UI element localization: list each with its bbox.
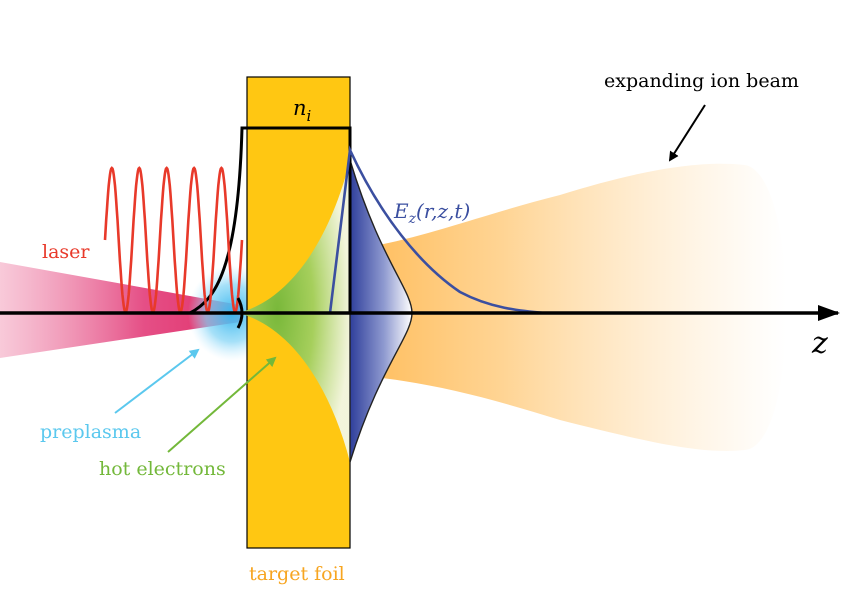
field-ez-label: Ez(r,z,t) bbox=[393, 199, 470, 227]
hot-electrons-arrow bbox=[167, 356, 277, 453]
field-args: (r,z,t) bbox=[416, 199, 470, 223]
ion-density-label: ni bbox=[293, 96, 312, 125]
preplasma-label: preplasma bbox=[40, 421, 141, 443]
hot-electrons-region bbox=[238, 160, 350, 462]
field-symbol: E bbox=[393, 199, 409, 223]
preplasma-arrow bbox=[114, 348, 200, 414]
field-ez-curve bbox=[328, 145, 546, 315]
laser-beam-cone bbox=[0, 262, 240, 358]
axis-z-label: z bbox=[811, 326, 828, 361]
ion-density-curve bbox=[189, 126, 352, 315]
target-foil-label: target foil bbox=[249, 563, 345, 585]
expanding-ion-beam-label: expanding ion beam bbox=[604, 70, 799, 92]
ion-beam-shape bbox=[350, 163, 787, 451]
ion-density-symbol: n bbox=[293, 96, 307, 120]
laser-wave bbox=[103, 166, 244, 314]
ion-beam-arrow bbox=[668, 104, 706, 162]
laser-label: laser bbox=[42, 241, 90, 263]
field-subscript: z bbox=[408, 211, 417, 227]
z-axis-arrowhead bbox=[818, 305, 840, 321]
hot-electrons-label: hot electrons bbox=[99, 458, 226, 480]
ion-density-subscript: i bbox=[307, 107, 312, 125]
